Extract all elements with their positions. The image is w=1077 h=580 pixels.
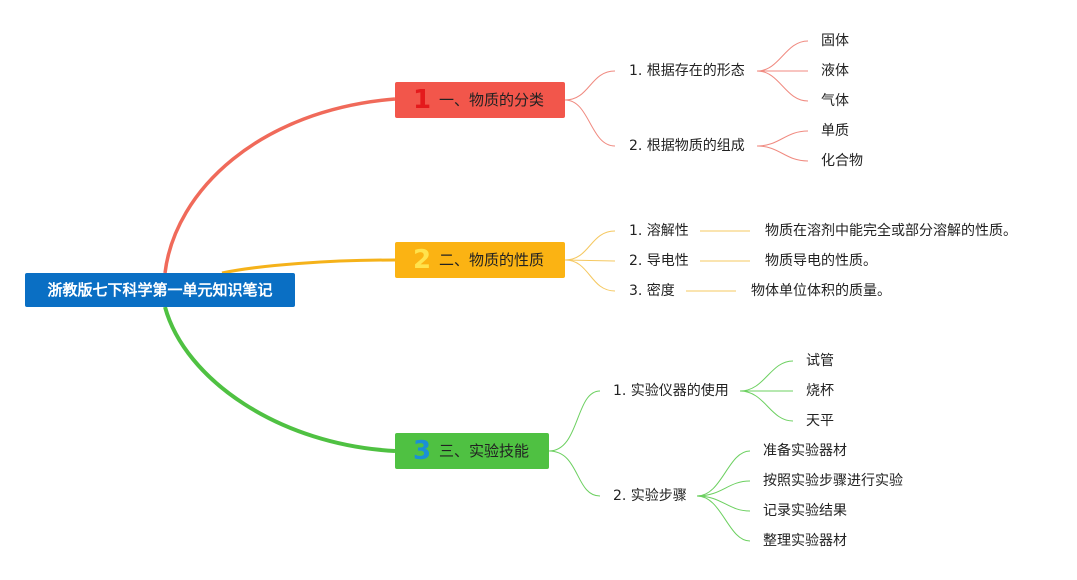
- leaf-1-2-2[interactable]: 化合物: [821, 153, 863, 169]
- subtopic-2-2[interactable]: 2. 导电性: [629, 253, 689, 269]
- subtopic-2-1[interactable]: 1. 溶解性: [629, 223, 689, 239]
- desc-2-2[interactable]: 物质导电的性质。: [765, 253, 877, 269]
- subtopic-3-1[interactable]: 1. 实验仪器的使用: [613, 383, 729, 399]
- branch-2-topic[interactable]: 2 二、物质的性质: [395, 242, 565, 278]
- branch-3-number-icon: 3: [412, 436, 432, 466]
- branch-1-label: 一、物质的分类: [439, 91, 545, 109]
- leaf-1-1-3[interactable]: 气体: [821, 93, 849, 109]
- root-topic[interactable]: 浙教版七下科学第一单元知识笔记: [25, 273, 295, 307]
- leaf-3-2-1[interactable]: 准备实验器材: [763, 443, 847, 459]
- leaf-1-2-1[interactable]: 单质: [821, 123, 849, 139]
- subtopic-1-1[interactable]: 1. 根据存在的形态: [629, 63, 745, 79]
- leaf-3-2-4[interactable]: 整理实验器材: [763, 533, 847, 549]
- branch-2-number-icon: 2: [412, 245, 432, 275]
- desc-2-1[interactable]: 物质在溶剂中能完全或部分溶解的性质。: [765, 223, 1017, 239]
- leaf-3-2-3[interactable]: 记录实验结果: [763, 503, 847, 519]
- leaf-3-1-2[interactable]: 烧杯: [806, 383, 834, 399]
- leaf-3-1-3[interactable]: 天平: [806, 413, 834, 429]
- branch-1-number-icon: 1: [412, 85, 432, 115]
- subtopic-1-2[interactable]: 2. 根据物质的组成: [629, 138, 745, 154]
- leaf-3-1-1[interactable]: 试管: [806, 353, 834, 369]
- subtopic-3-2[interactable]: 2. 实验步骤: [613, 488, 687, 504]
- desc-2-3[interactable]: 物体单位体积的质量。: [751, 283, 891, 299]
- branch-3-topic[interactable]: 3 三、实验技能: [395, 433, 549, 469]
- leaf-1-1-2[interactable]: 液体: [821, 63, 849, 79]
- leaf-3-2-2[interactable]: 按照实验步骤进行实验: [763, 473, 903, 489]
- leaf-1-1-1[interactable]: 固体: [821, 33, 849, 49]
- branch-1-topic[interactable]: 1 一、物质的分类: [395, 82, 565, 118]
- subtopic-2-3[interactable]: 3. 密度: [629, 283, 675, 299]
- link-root-branch2: [221, 258, 396, 275]
- branch-2-label: 二、物质的性质: [439, 251, 545, 269]
- branch-3-label: 三、实验技能: [439, 442, 530, 460]
- link-root-branch1: [163, 97, 396, 274]
- link-root-branch3: [163, 306, 396, 453]
